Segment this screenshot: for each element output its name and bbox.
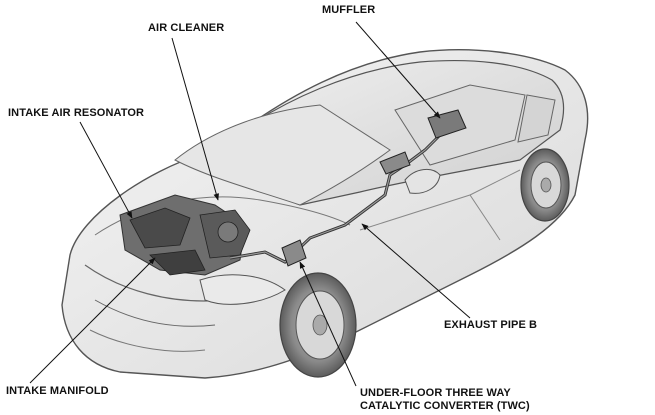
leader-twc <box>299 261 357 387</box>
label-twc-line2: CATALYTIC CONVERTER (TWC) <box>360 400 530 412</box>
label-muffler: MUFFLER <box>322 4 376 16</box>
label-exhaust-pipe-b: EXHAUST PIPE B <box>444 319 538 331</box>
label-intake-air-resonator: INTAKE AIR RESONATOR <box>8 107 145 119</box>
leader-muffler <box>355 21 441 119</box>
label-intake-manifold: INTAKE MANIFOLD <box>6 385 109 397</box>
car-body <box>61 49 589 379</box>
leader-air-cleaner <box>171 37 219 201</box>
leader-intake-manifold <box>29 257 156 384</box>
leader-lines <box>29 21 471 387</box>
rear-wheel <box>520 148 570 222</box>
leader-exhaust-pipe-b <box>361 223 471 319</box>
front-wheel <box>279 272 357 378</box>
engine-assembly <box>119 194 251 276</box>
label-air-cleaner: AIR CLEANER <box>148 22 225 34</box>
label-twc-line1: UNDER-FLOOR THREE WAY <box>360 387 511 399</box>
leader-intake-air-resonator <box>79 121 133 219</box>
